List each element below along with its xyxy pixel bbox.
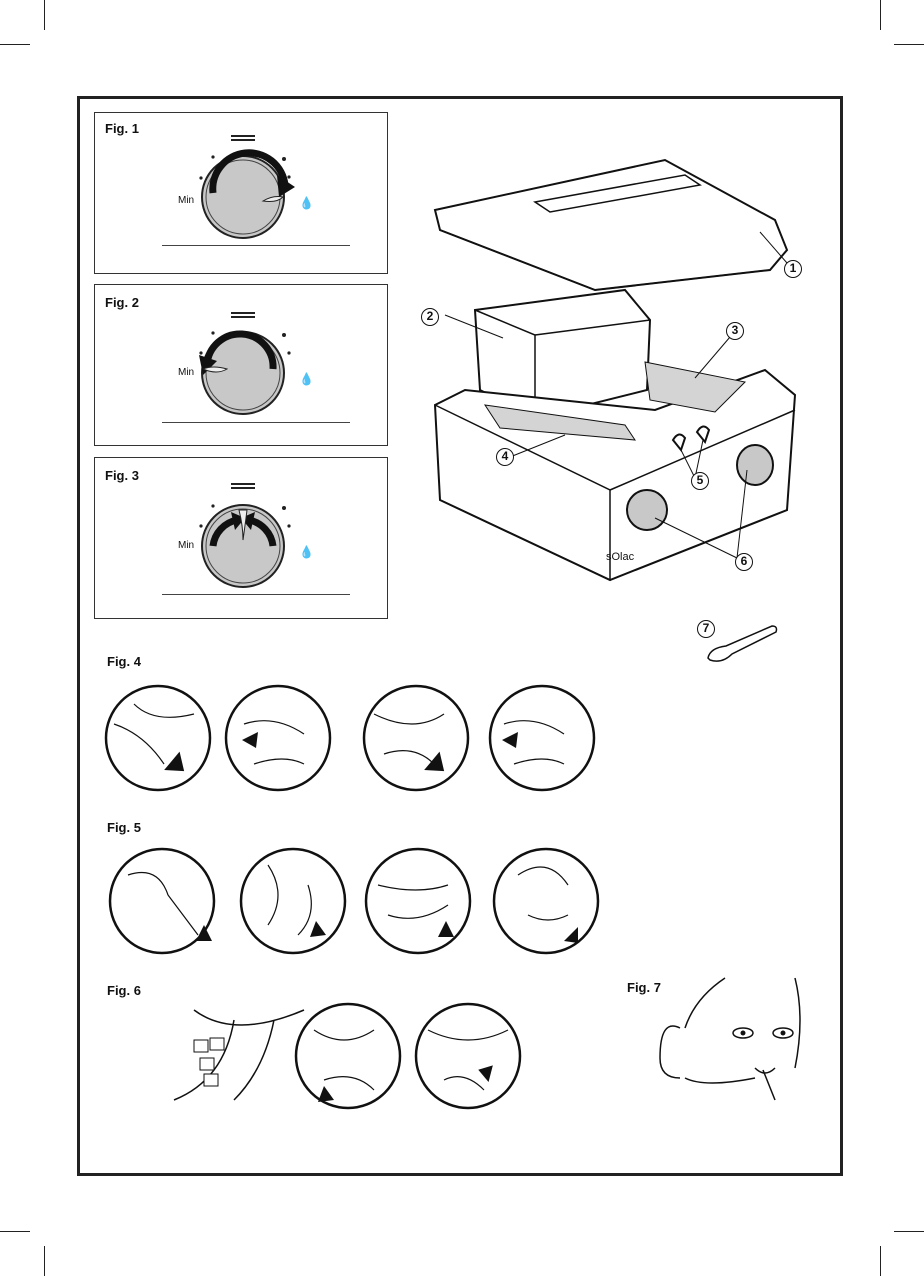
fig1-box: Fig. 1 Min 💧 xyxy=(94,112,388,274)
callout-6: 6 xyxy=(735,553,753,571)
crop-mark xyxy=(44,1246,45,1276)
fig1-dial-icon: 💧 xyxy=(95,113,389,275)
svg-text:💧: 💧 xyxy=(299,196,314,210)
svg-text:💧: 💧 xyxy=(299,545,314,559)
spatula-illustration xyxy=(702,620,782,670)
crop-mark xyxy=(44,0,45,30)
fig6-illustrations xyxy=(164,1000,544,1110)
callout-5: 5 xyxy=(691,472,709,490)
fig3-baseline xyxy=(162,594,350,595)
callout-2: 2 xyxy=(421,308,439,326)
device-brand: sOlac xyxy=(606,551,634,563)
crop-mark xyxy=(0,1231,30,1232)
fig1-baseline xyxy=(162,245,350,246)
fig3-dial-icon: 💧 xyxy=(95,458,389,620)
crop-mark xyxy=(880,0,881,30)
fig4-illustrations xyxy=(104,684,604,794)
crop-mark xyxy=(880,1246,881,1276)
fig7-face-illustration xyxy=(655,978,815,1108)
fig4-label: Fig. 4 xyxy=(107,654,141,669)
fig6-label: Fig. 6 xyxy=(107,983,141,998)
callout-1: 1 xyxy=(784,260,802,278)
crop-mark xyxy=(0,44,30,45)
fig2-box: Fig. 2 Min 💧 xyxy=(94,284,388,446)
svg-text:💧: 💧 xyxy=(299,372,314,386)
crop-mark xyxy=(894,44,924,45)
callout-4: 4 xyxy=(496,448,514,466)
fig2-baseline xyxy=(162,422,350,423)
fig3-box: Fig. 3 Min 💧 xyxy=(94,457,388,619)
fig5-label: Fig. 5 xyxy=(107,820,141,835)
fig5-illustrations xyxy=(108,845,608,960)
callout-3: 3 xyxy=(726,322,744,340)
wax-heater-illustration xyxy=(425,150,805,580)
crop-mark xyxy=(894,1231,924,1232)
